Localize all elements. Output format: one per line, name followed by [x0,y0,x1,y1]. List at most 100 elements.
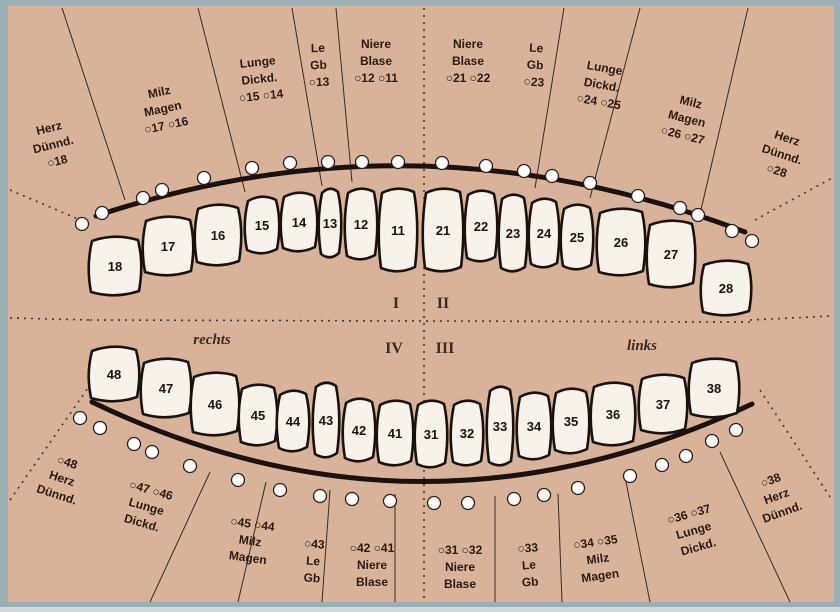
meridian-dot [706,435,719,448]
meridian-dot [572,482,585,495]
tooth-number: 15 [255,218,269,233]
meridian-dot [137,192,150,205]
tooth-number: 42 [352,423,366,438]
meridian-dot [128,438,141,451]
tooth-number: 38 [707,381,721,396]
tooth-number: 21 [436,223,450,238]
zone-text: Niere [361,37,391,51]
meridian-dot [184,460,197,473]
meridian-dot [246,162,259,175]
zone-text: Niere [453,37,483,51]
quadrant-label-4: IV [385,340,403,357]
quadrant-label-2: II [437,295,449,312]
tooth-number: 34 [527,419,542,434]
meridian-dot [232,474,245,487]
meridian-dot [538,489,551,502]
zone-text: ○23 [523,74,545,89]
meridian-dot [384,495,397,508]
tooth-number: 35 [564,414,578,429]
meridian-dot [274,484,287,497]
tooth-number: 33 [493,419,507,434]
zone-text: ○21 ○22 [446,71,491,85]
meridian-dot [624,470,637,483]
tooth-number: 44 [286,414,301,429]
side-label-left: links [627,338,657,354]
tooth-number: 47 [159,381,173,396]
tooth-number: 17 [161,239,175,254]
meridian-dot [428,497,441,510]
tooth-number: 28 [719,281,733,296]
tooth-number: 43 [319,413,333,428]
zone-text: Blase [356,575,388,589]
quadrant-label-1: I [393,295,399,312]
meridian-dot [314,490,327,503]
meridian-dot [436,157,449,170]
zone-text: Gb [303,570,321,585]
zone-text: Le [521,557,536,572]
tooth-number: 32 [460,426,474,441]
meridian-dot [284,157,297,170]
zone-text: ○13 [309,75,330,90]
zone-text: Blase [452,54,484,68]
tooth-number: 12 [354,217,368,232]
tooth-number: 48 [107,367,121,382]
side-label-right: rechts [193,332,231,348]
meridian-dot [322,156,335,169]
tooth-number: 25 [570,230,584,245]
tooth-number: 14 [292,215,307,230]
meridian-dot [392,156,405,169]
meridian-dot [680,450,693,463]
tooth-number: 13 [323,216,337,231]
zone-text: Gb [310,58,327,73]
zone-text: Blase [360,54,392,68]
zone-text: Blase [444,577,476,591]
zone-text: ○33 [517,540,539,555]
meridian-dot [462,497,475,510]
zone-text: Le [306,553,321,568]
zone-text: Le [311,41,326,55]
meridian-dot [480,160,493,173]
tooth-number: 24 [537,226,552,241]
zone-text: ○43 [304,536,326,551]
meridian-dot [508,493,521,506]
zone-text: ○31 ○32 [438,543,483,557]
zone-text: Niere [357,558,387,572]
meridian-dot [726,225,739,238]
meridian-dot [656,459,669,472]
meridian-dot [346,493,359,506]
meridian-dot [156,184,169,197]
meridian-dot [76,218,89,231]
tooth-number: 31 [424,427,438,442]
meridian-dot [632,190,645,203]
zone-text: ○12 ○11 [354,71,398,85]
meridian-dot [356,156,369,169]
meridian-dot [198,172,211,185]
tooth-number: 45 [251,408,265,423]
zone-text: Niere [445,560,475,574]
meridian-dot [96,207,109,220]
quadrant-label-3: III [436,340,455,357]
zone-text: ○42 ○41 [350,541,395,555]
tooth-number: 18 [108,259,122,274]
tooth-number: 23 [506,226,520,241]
meridian-dot [746,235,759,248]
tooth-number: 37 [656,397,670,412]
tooth-number: 36 [606,407,620,422]
meridian-dot [94,422,107,435]
zone-text: Gb [521,574,539,589]
meridian-dot [518,165,531,178]
meridian-dot [584,177,597,190]
tooth-number: 16 [211,228,225,243]
tooth-number: 27 [664,247,678,262]
tooth-number: 46 [208,397,222,412]
meridian-dot [674,202,687,215]
tooth-number: 11 [391,223,405,238]
meridian-dot [546,170,559,183]
tooth-number: 22 [474,219,488,234]
meridian-dot [730,424,743,437]
meridian-dot [74,412,87,425]
zone-text: Gb [526,57,544,72]
tooth-number: 26 [614,235,628,250]
